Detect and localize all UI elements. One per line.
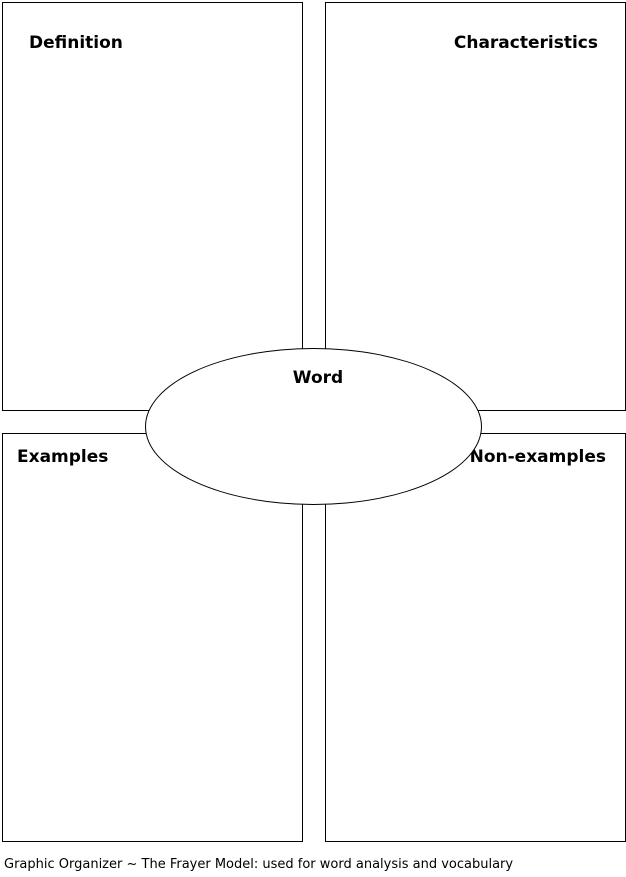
examples-box [2, 433, 303, 842]
caption: Graphic Organizer ~ The Frayer Model: us… [4, 857, 514, 872]
examples-label: Examples [17, 447, 109, 467]
characteristics-label: Characteristics [453, 33, 598, 53]
word-oval [145, 348, 482, 505]
non-examples-box [325, 433, 626, 842]
word-label: Word [292, 368, 344, 388]
definition-box [2, 2, 303, 411]
characteristics-box [325, 2, 626, 411]
non-examples-label: Non-examples [469, 447, 606, 467]
definition-label: Definition [29, 33, 123, 53]
